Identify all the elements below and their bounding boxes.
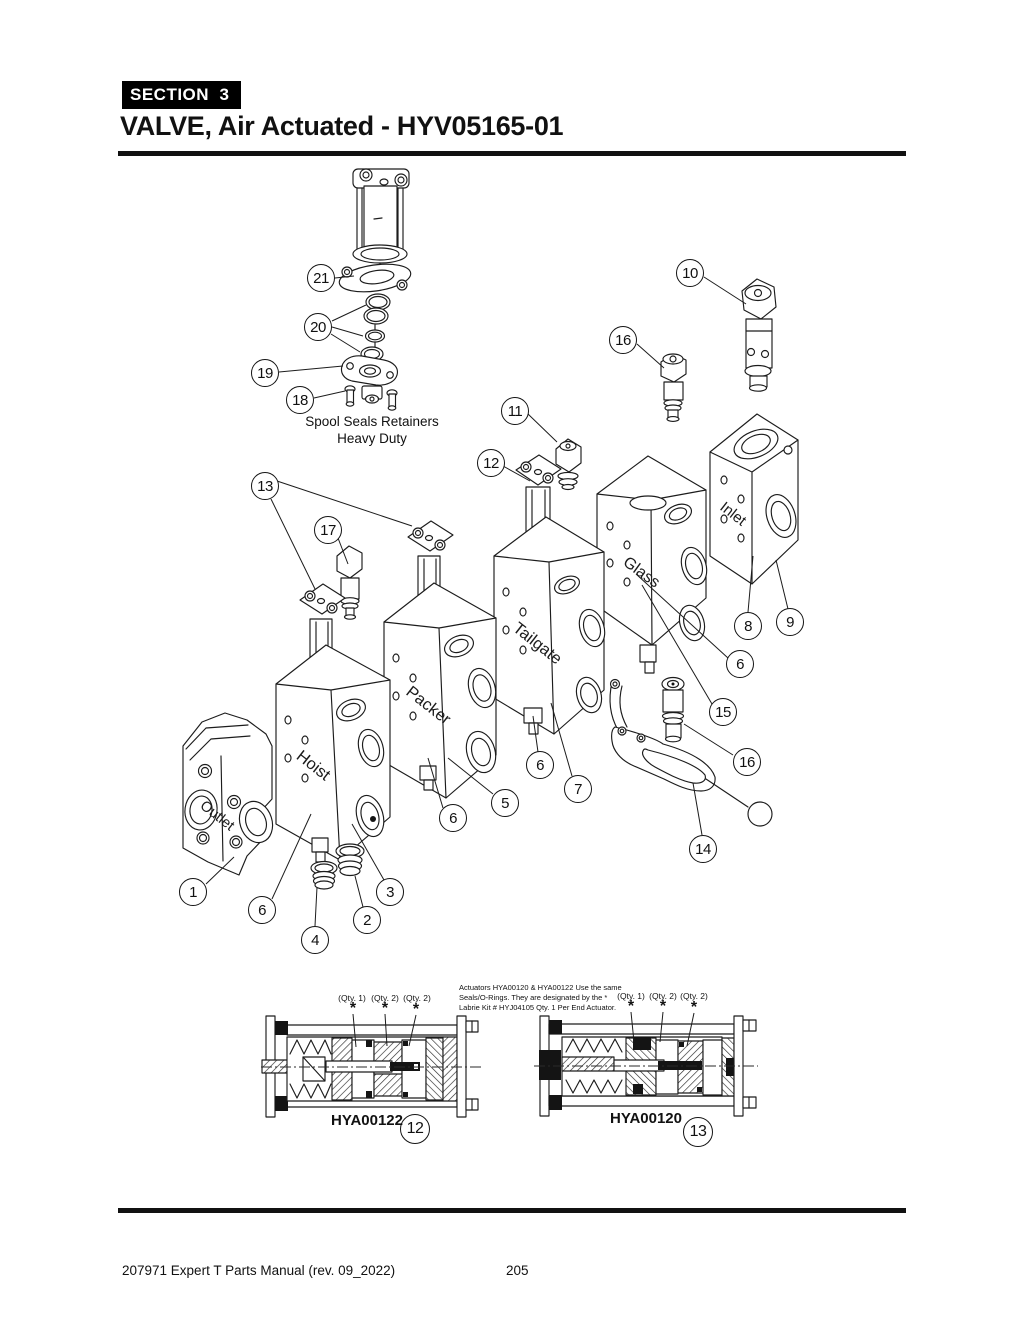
page-title: VALVE, Air Actuated - HYV05165-01	[120, 111, 564, 141]
callout-4: 4	[301, 926, 329, 954]
hoist-body-drawing	[275, 644, 391, 863]
fitting-16-top-drawing	[660, 353, 687, 422]
air-actuator-drawing	[352, 168, 410, 272]
qty-label-right-3: (Qty. 2)	[680, 991, 708, 1001]
callout-6-hoist: 6	[248, 896, 276, 924]
asterisk-right-3: *	[690, 999, 698, 1016]
callout-14: 14	[689, 835, 717, 863]
callout-10: 10	[676, 259, 704, 287]
callout-6-packer: 6	[439, 804, 467, 832]
spool-seals-note-line2: Heavy Duty	[337, 431, 407, 446]
fitting-16-lower-drawing	[661, 676, 685, 743]
fitting-17-drawing	[336, 545, 363, 620]
actuator-note-line2: Seals/O-Rings. They are designated by th…	[459, 993, 608, 1002]
part-number-hya00120: HYA00120	[609, 1110, 683, 1127]
callout-20: 20	[304, 313, 332, 341]
leader-lines	[205, 275, 789, 927]
callout-18: 18	[286, 386, 314, 414]
callout-16-handle: 16	[733, 748, 761, 776]
callout-17: 17	[314, 516, 342, 544]
callout-2: 2	[353, 906, 381, 934]
callout-6-tailgate: 6	[526, 751, 554, 779]
inlet-body-drawing	[709, 413, 799, 585]
cross-section-hya00122	[261, 1013, 481, 1118]
packer-body-drawing	[383, 582, 497, 799]
qty-label-left-1: (Qty. 1)	[338, 993, 366, 1003]
callout-6-glass: 6	[726, 650, 754, 678]
title-divider	[118, 151, 906, 156]
callout-1: 1	[179, 878, 207, 906]
callout-7: 7	[564, 775, 592, 803]
qty-label-right-2: (Qty. 2)	[649, 991, 677, 1001]
qty-label-left-2: (Qty. 2)	[371, 993, 399, 1003]
callout-9: 9	[776, 608, 804, 636]
section-badge: SECTION 3	[122, 81, 242, 109]
callout-16-top: 16	[609, 326, 637, 354]
plug-drawings	[310, 843, 365, 890]
callout-21: 21	[307, 264, 335, 292]
outlet-body-drawing	[182, 712, 274, 876]
asterisk-left-3: *	[412, 1001, 420, 1018]
callout-12-diagram: 12	[477, 449, 505, 477]
callout-5: 5	[491, 789, 519, 817]
actuator-note-line1: Actuators HYA00120 & HYA00122 Use the sa…	[459, 983, 622, 992]
footer-divider	[118, 1208, 906, 1213]
handle-assembly-drawing	[609, 678, 773, 827]
callout-12-section: 12	[400, 1114, 430, 1144]
asterisk-right-1: *	[627, 998, 635, 1015]
callout-13-section: 13	[683, 1117, 713, 1147]
glass-body-drawing	[596, 455, 708, 674]
callout-19: 19	[251, 359, 279, 387]
footer-manual-reference: 207971 Expert T Parts Manual (rev. 09_20…	[122, 1263, 396, 1278]
actuator-note-line3: Labrie Kit # HYJ04105 Qty. 1 Per End Act…	[459, 1003, 617, 1012]
callout-11: 11	[501, 397, 529, 425]
relief-cartridge-drawing	[741, 278, 777, 392]
footer-page-number: 205	[506, 1263, 529, 1278]
spool-seal-retainer-parts	[338, 263, 412, 411]
qty-label-right-1: (Qty. 1)	[617, 991, 645, 1001]
spool-seals-note-line1: Spool Seals Retainers	[305, 414, 439, 429]
asterisk-right-2: *	[659, 998, 667, 1015]
cross-section-hya00120	[534, 1011, 758, 1117]
qty-label-left-3: (Qty. 2)	[403, 993, 431, 1003]
callout-8: 8	[734, 612, 762, 640]
callout-15: 15	[709, 698, 737, 726]
fitting-11-drawing	[555, 438, 582, 491]
callout-13-diagram: 13	[251, 472, 279, 500]
part-number-hya00122: HYA00122	[330, 1112, 404, 1129]
tailgate-body-drawing	[493, 516, 606, 735]
callout-3: 3	[376, 878, 404, 906]
asterisk-left-2: *	[381, 1000, 389, 1017]
asterisk-left-1: *	[349, 1000, 357, 1017]
